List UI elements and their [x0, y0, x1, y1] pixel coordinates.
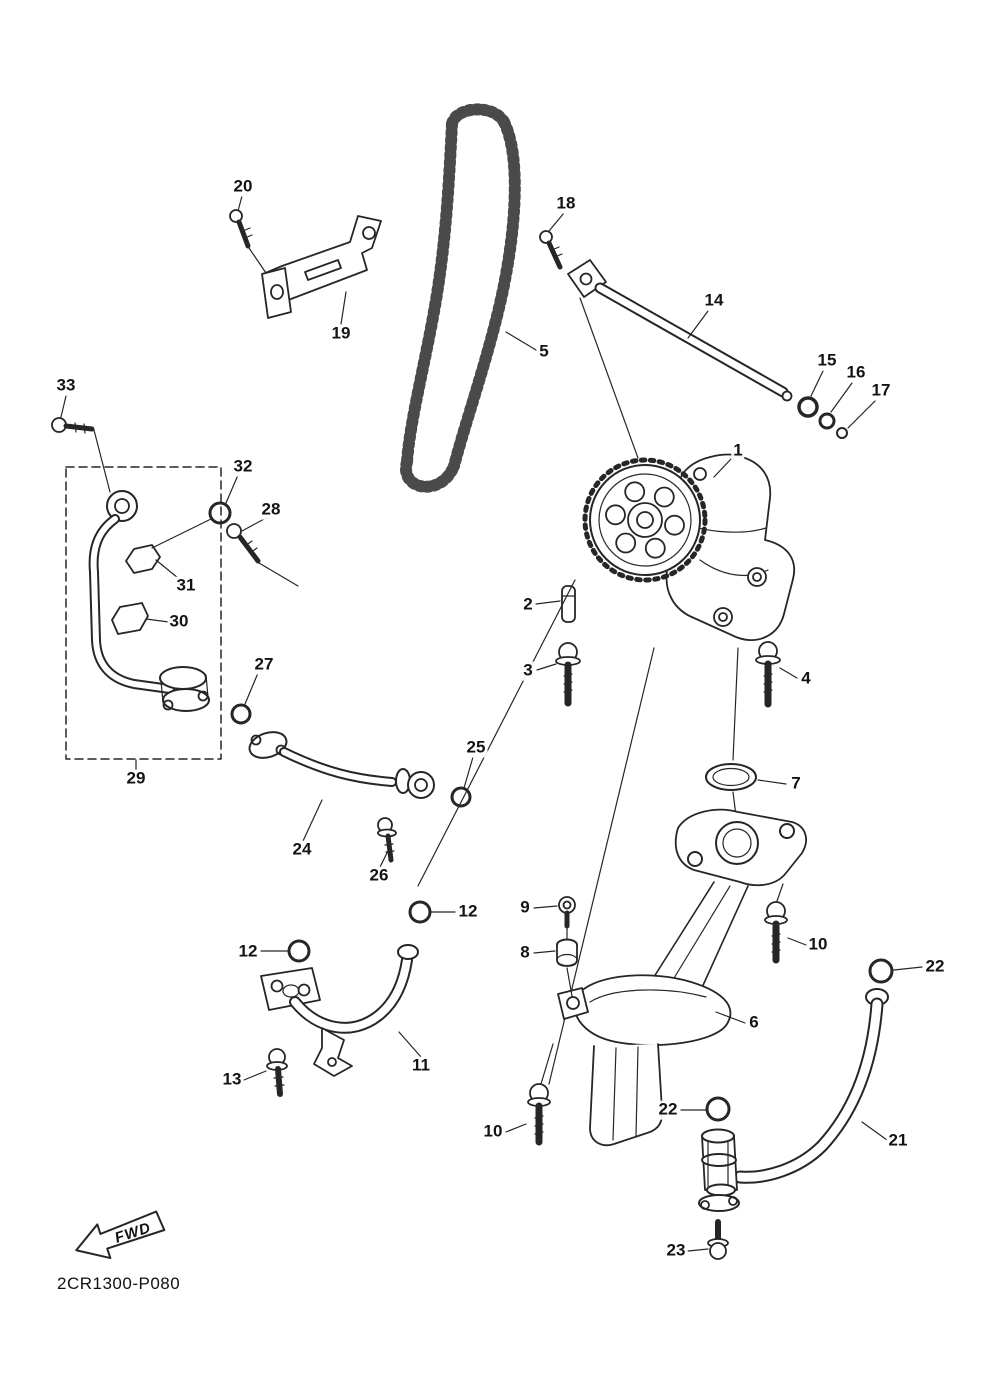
part-number-callout: 24 — [290, 839, 314, 860]
part-number-callout: 7 — [789, 773, 803, 794]
pump-sprocket — [582, 457, 708, 583]
part-number: 32 — [233, 456, 253, 476]
part-number-callout: 14 — [702, 290, 726, 311]
part-number-callout: 1 — [731, 440, 745, 461]
part-number-callout: 2 — [521, 594, 535, 615]
part-number: 20 — [233, 176, 253, 196]
part-number: 29 — [126, 768, 146, 788]
part-number-callout: 22 — [656, 1099, 680, 1120]
part-number-callout: 16 — [844, 362, 868, 383]
oil-strainer — [505, 808, 807, 1147]
part-number: 28 — [261, 499, 281, 519]
part-number: 12 — [238, 941, 258, 961]
part-number-callout: 19 — [329, 323, 353, 344]
part-number: 24 — [292, 839, 312, 859]
part-number-callout: 33 — [54, 375, 78, 396]
part-number: 19 — [331, 323, 351, 343]
part-number: 8 — [520, 942, 530, 962]
part-number: 21 — [888, 1130, 908, 1150]
o-ring-7 — [705, 647, 787, 817]
part-number: 27 — [254, 654, 274, 674]
part-number: 13 — [222, 1069, 242, 1089]
part-number-callout: 27 — [252, 654, 276, 675]
part-number-callout: 3 — [521, 660, 535, 681]
part-number-callout: 4 — [799, 668, 813, 689]
chain-guide-bracket — [229, 195, 382, 325]
part-number: 18 — [556, 193, 576, 213]
part-number: 4 — [801, 668, 811, 688]
part-number-callout: 29 — [124, 768, 148, 789]
part-number: 6 — [749, 1012, 759, 1032]
fwd-arrow — [75, 1210, 166, 1260]
part-number-callout: 10 — [806, 934, 830, 955]
part-number: 23 — [666, 1240, 686, 1260]
part-number-callout: 9 — [518, 897, 532, 918]
oil-pipe-assembly-29 — [51, 395, 299, 771]
part-number-callout: 8 — [518, 942, 532, 963]
oil-pipe-11 — [243, 900, 456, 1097]
oil-pipe-24 — [248, 731, 474, 868]
pump-fasteners — [535, 585, 798, 708]
part-number: 31 — [176, 575, 196, 595]
part-number-callout: 18 — [554, 193, 578, 214]
part-number: 10 — [808, 934, 828, 954]
part-number: 2 — [523, 594, 533, 614]
part-number-callout: 31 — [174, 575, 198, 596]
part-number-callout: 12 — [456, 901, 480, 922]
part-number: 14 — [704, 290, 724, 310]
part-number: 3 — [523, 660, 533, 680]
part-number: 22 — [925, 956, 945, 976]
part-number: 7 — [791, 773, 801, 793]
diagram-code: 2CR1300-P080 — [57, 1274, 181, 1293]
part-number-callout: 25 — [464, 737, 488, 758]
part-number-callout: 20 — [231, 176, 255, 197]
part-number-callout: 22 — [923, 956, 947, 977]
part-number-callout: 26 — [367, 865, 391, 886]
part-number: 1 — [733, 440, 743, 460]
o-rings-15-16-17 — [797, 370, 877, 439]
part-number-callout: 32 — [231, 456, 255, 477]
part-number: 30 — [169, 611, 189, 631]
part-number-callout: 13 — [220, 1069, 244, 1090]
part-number-callout: 15 — [815, 350, 839, 371]
part-number-callout: 5 — [537, 341, 551, 362]
part-number: 12 — [458, 901, 478, 921]
part-number-callout: 17 — [869, 380, 893, 401]
part-number: 25 — [466, 737, 486, 757]
timing-chain — [400, 103, 537, 493]
part-number-callout: 28 — [259, 499, 283, 520]
part-number: 26 — [369, 865, 389, 885]
part-number: 22 — [658, 1099, 678, 1119]
part-number: 9 — [520, 897, 530, 917]
oil-pump-assembly — [582, 453, 796, 641]
oil-nozzle-rod — [539, 212, 793, 459]
part-number: 10 — [483, 1121, 503, 1141]
part-number-callout: 23 — [664, 1240, 688, 1261]
part-number-callout: 12 — [236, 941, 260, 962]
part-number: 17 — [871, 380, 891, 400]
part-number: 33 — [56, 375, 76, 395]
part-number: 11 — [412, 1055, 430, 1075]
part-number-callout: 11 — [410, 1055, 432, 1076]
part-number: 5 — [539, 341, 549, 361]
part-number-callout: 21 — [886, 1130, 910, 1151]
part-number-callout: 6 — [747, 1012, 761, 1033]
part-number: 16 — [846, 362, 866, 382]
part-number-callout: 30 — [167, 611, 191, 632]
part-number-callout: 10 — [481, 1121, 505, 1142]
oil-pipe-21 — [680, 958, 923, 1260]
part-number: 15 — [817, 350, 837, 370]
